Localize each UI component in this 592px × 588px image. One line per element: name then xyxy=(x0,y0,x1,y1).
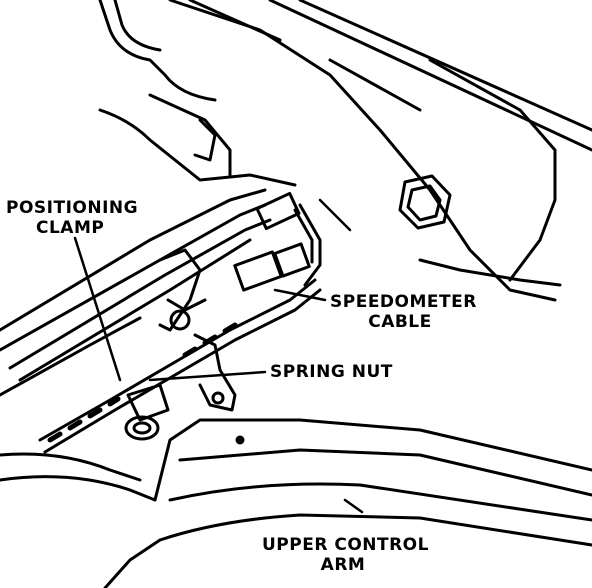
hex-bolt-icon xyxy=(398,174,452,230)
positioning-clamp-label-line2: CLAMP xyxy=(36,218,105,238)
speedometer-cable-label: SPEEDOMETER CABLE xyxy=(330,292,477,332)
upper-control-arm-label-line2: ARM xyxy=(320,555,366,575)
spring-nut-label: SPRING NUT xyxy=(270,362,393,382)
upper-control-arm-label: UPPER CONTROL ARM xyxy=(262,535,429,575)
spring-nut xyxy=(124,383,170,441)
frame-rail xyxy=(0,188,272,397)
speedometer-cable xyxy=(38,191,322,454)
positioning-clamp xyxy=(158,248,207,332)
body-panel-lines xyxy=(98,0,592,302)
positioning-clamp-label: POSITIONING CLAMP xyxy=(6,198,138,238)
speedometer-cable-label-line2: CABLE xyxy=(368,312,432,332)
leader-lines xyxy=(73,198,364,514)
upper-control-arm xyxy=(0,418,592,588)
mount-bracket xyxy=(193,333,237,412)
positioning-clamp-label-line1: POSITIONING xyxy=(6,198,139,218)
speedometer-cable-label-line1: SPEEDOMETER xyxy=(330,292,477,312)
upper-control-arm-label-line1: UPPER CONTROL xyxy=(262,535,429,555)
